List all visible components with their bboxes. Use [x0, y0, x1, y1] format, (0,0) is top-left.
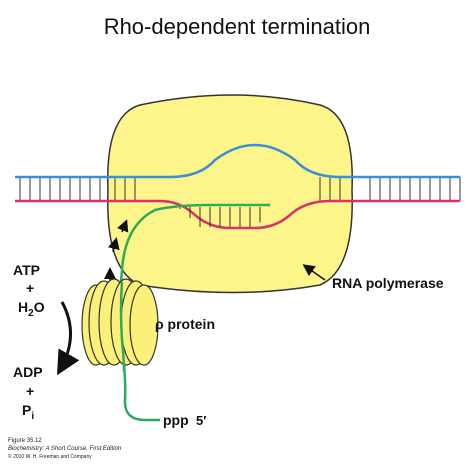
plus-sign-2: +: [26, 383, 34, 399]
figure-caption-line2: Biochemistry: A Short Course, First Edit…: [8, 446, 122, 452]
polymerase-edge-rungs: [114, 177, 341, 201]
polymerase-pointer: [302, 264, 326, 281]
template-strand: [15, 143, 460, 179]
page-title: Rho-dependent termination: [103, 14, 371, 39]
atp-label: ATP: [13, 262, 40, 278]
rho-protein-label: ρ protein: [155, 316, 215, 332]
rna-polymerase-shape: [107, 94, 353, 294]
hybrid-rungs: [179, 207, 261, 227]
adp-label: ADP: [13, 364, 43, 380]
figure-caption-line3: © 2010 W. H. Freeman and Company: [8, 453, 92, 460]
rna-polymerase-label: RNA polymerase: [332, 275, 444, 291]
rna-through-rho: [119, 281, 126, 373]
plus-sign-1: +: [26, 280, 34, 296]
right-duplex-rungs: [369, 177, 461, 201]
h2o-label: H2O: [18, 299, 45, 319]
pi-label: Pi: [22, 402, 34, 422]
atp-hydrolysis-arrow: [57, 301, 80, 376]
rna-transcript: [118, 203, 270, 422]
figure-caption-line1: Figure 35.12: [8, 438, 42, 444]
ppp-label: ppp: [163, 412, 189, 428]
left-duplex-rungs: [19, 177, 101, 201]
five-prime-label: 5′: [196, 413, 206, 428]
